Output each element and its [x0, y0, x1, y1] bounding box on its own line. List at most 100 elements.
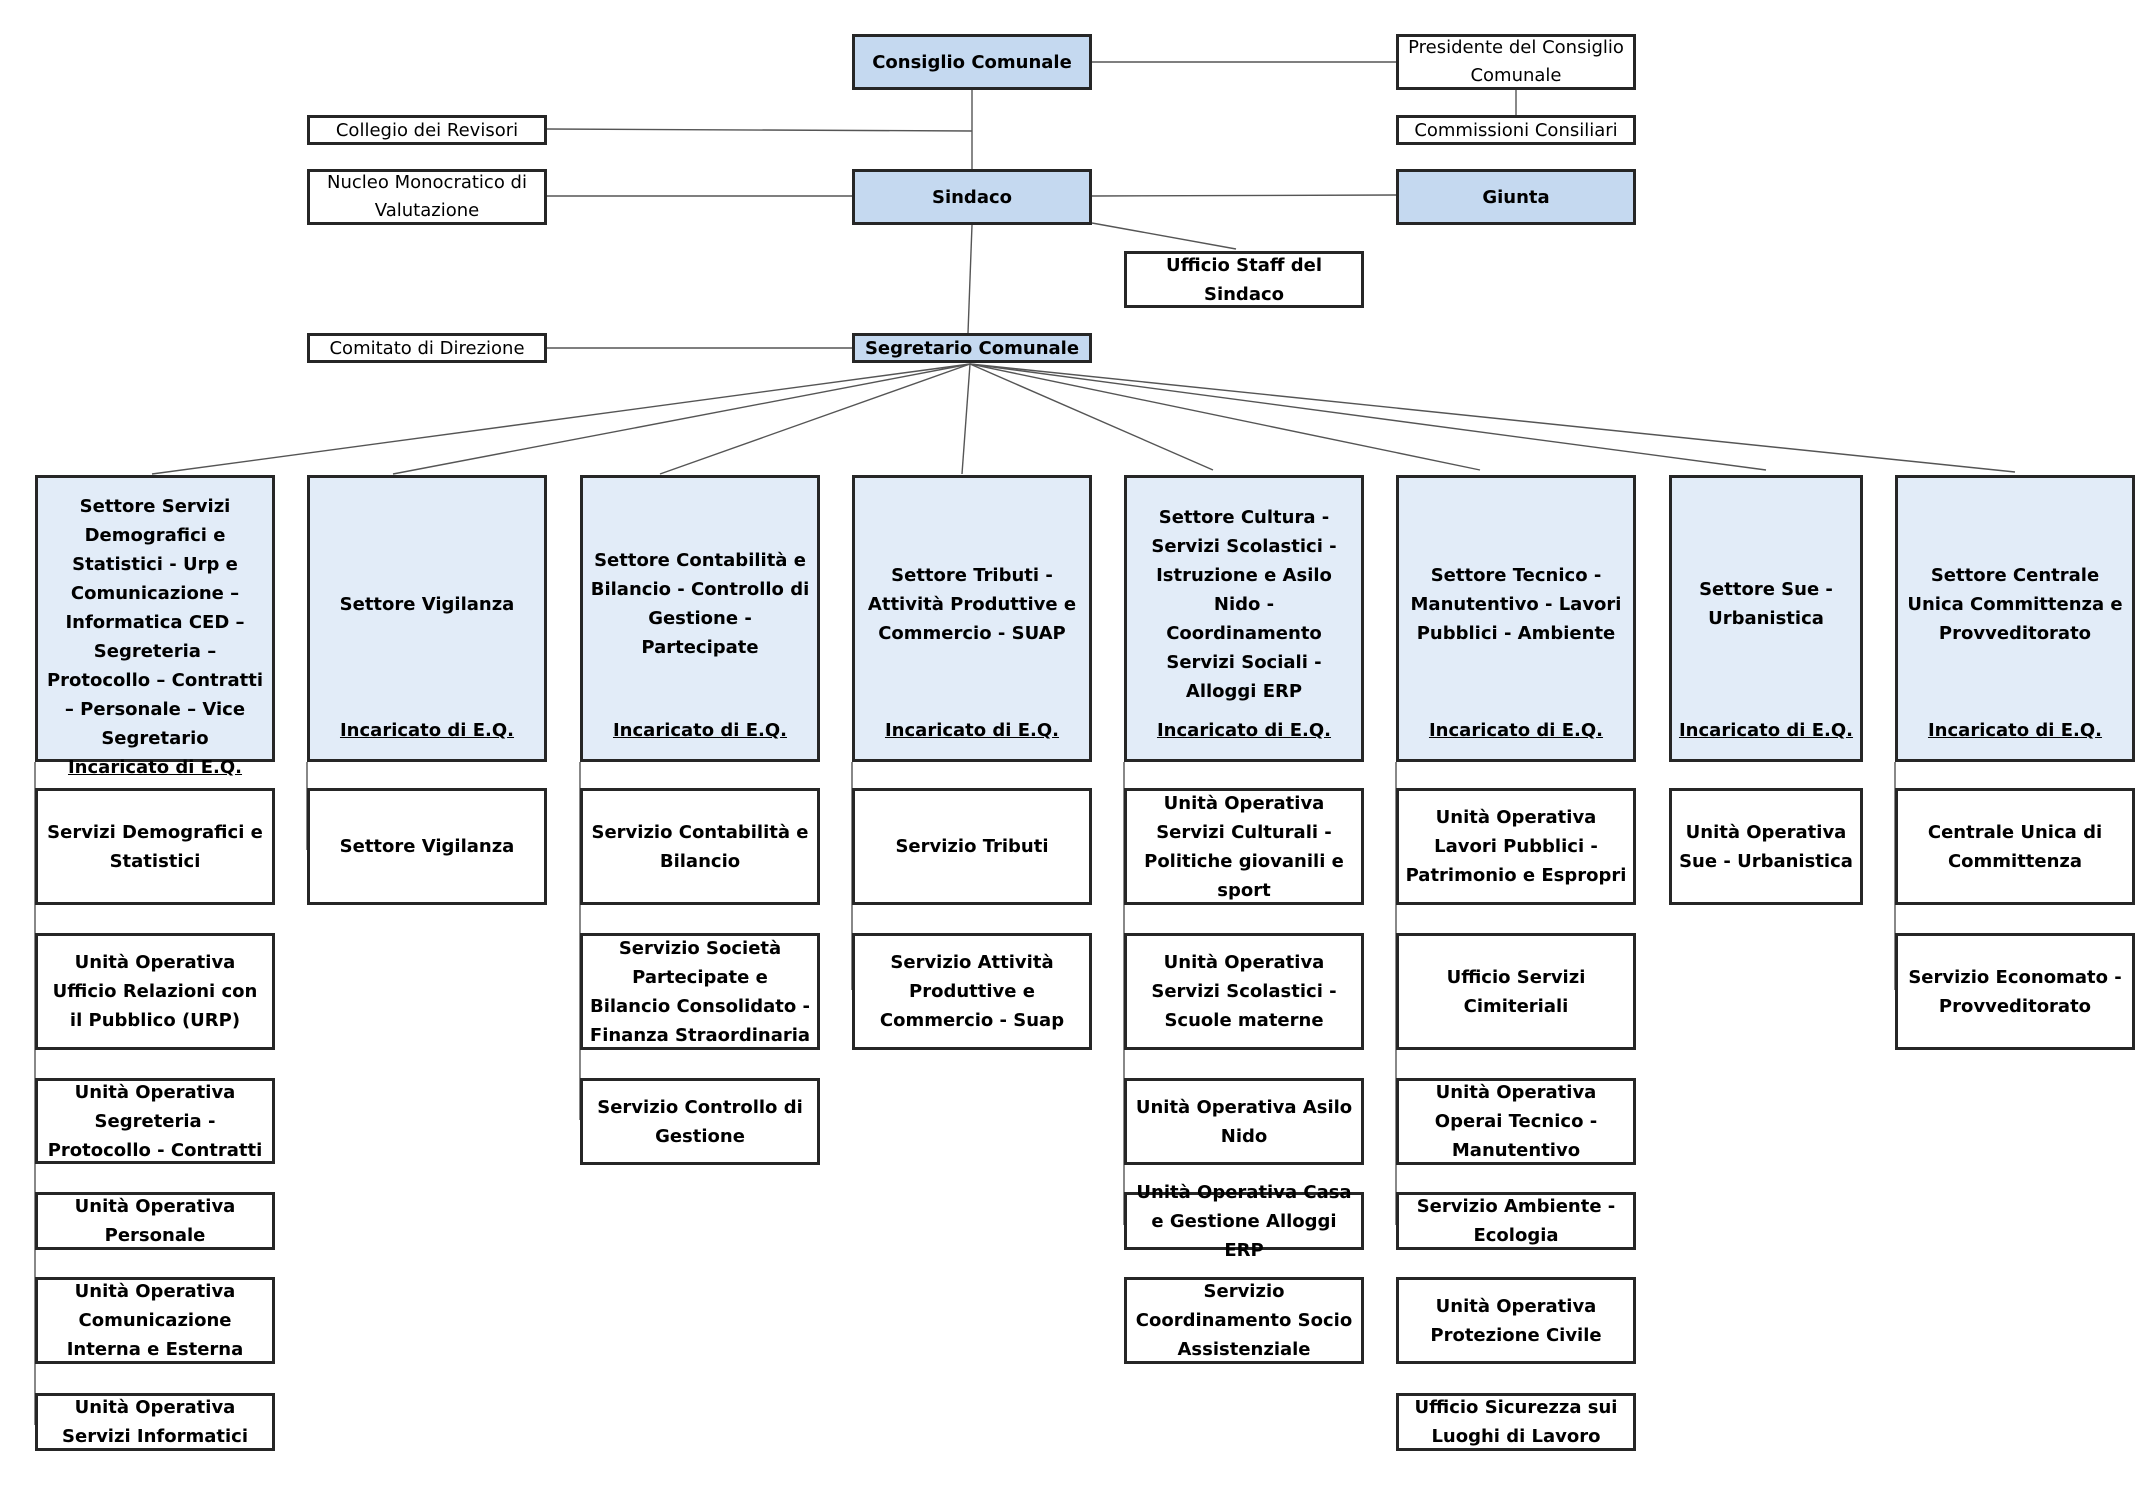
commissioni-consiliari-box[interactable]: Commissioni Consiliari	[1396, 115, 1636, 145]
unit-box[interactable]: Unità Operativa Servizi Informatici	[35, 1393, 275, 1451]
sector-eq-label: Incaricato di E.Q.	[612, 720, 788, 741]
comitato-direzione-box[interactable]: Comitato di Direzione	[307, 333, 547, 363]
sindaco-label: Sindaco	[931, 186, 1012, 208]
sector-header-box[interactable]: Settore Tecnico - Manutentivo - Lavori P…	[1396, 475, 1636, 762]
unit-box[interactable]: Ufficio Servizi Cimiteriali	[1396, 933, 1636, 1050]
unit-label: Unità Operativa Protezione Civile	[1430, 1295, 1602, 1346]
unit-box[interactable]: Servizio Società Partecipate e Bilancio …	[580, 933, 820, 1050]
unit-box[interactable]: Unità Operativa Ufficio Relazioni con il…	[35, 933, 275, 1050]
unit-box[interactable]: Centrale Unica di Committenza	[1895, 788, 2135, 905]
sector-title: Settore Tecnico - Manutentivo - Lavori P…	[1410, 564, 1622, 644]
connector-line	[961, 363, 971, 475]
nucleo-valutazione-box[interactable]: Nucleo Monocratico di Valutazione	[307, 169, 547, 225]
sector-title: Settore Vigilanza	[339, 593, 515, 615]
unit-label: Unità Operativa Servizi Informatici	[62, 1397, 248, 1447]
unit-box[interactable]: Unità Operativa Sue - Urbanistica	[1669, 788, 1863, 905]
unit-box[interactable]: Unità Operativa Personale	[35, 1192, 275, 1250]
unit-label: Unità Operativa Lavori Pubblici - Patrim…	[1405, 807, 1627, 886]
unit-box[interactable]: Servizio Ambiente - Ecologia	[1396, 1192, 1636, 1250]
connector-line	[969, 363, 1481, 471]
unit-label: Servizio Società Partecipate e Bilancio …	[589, 937, 811, 1046]
unit-box[interactable]: Servizio Controllo di Gestione	[580, 1078, 820, 1165]
unit-label: Servizio Coordinamento Socio Assistenzia…	[1135, 1281, 1353, 1360]
collegio-revisori-label: Collegio dei Revisori	[335, 119, 519, 141]
unit-box[interactable]: Unità Operativa Casa e Gestione Alloggi …	[1124, 1182, 1364, 1261]
segretario-comunale-label: Segretario Comunale	[864, 337, 1080, 359]
sector-eq-label: Incaricato di E.Q.	[1678, 720, 1854, 741]
presidente-consiglio-box[interactable]: Presidente del Consiglio Comunale	[1396, 34, 1636, 90]
unit-label: Ufficio Servizi Cimiteriali	[1446, 966, 1586, 1017]
segretario-comunale-box[interactable]: Segretario Comunale	[852, 333, 1092, 363]
sector-header-box[interactable]: Settore Cultura - Servizi Scolastici - I…	[1124, 475, 1364, 762]
unit-label: Unità Operativa Operai Tecnico - Manuten…	[1434, 1082, 1598, 1161]
commissioni-consiliari-label: Commissioni Consiliari	[1414, 119, 1618, 141]
unit-box[interactable]: Ufficio Sicurezza sui Luoghi di Lavoro	[1396, 1393, 1636, 1451]
consiglio-comunale-box[interactable]: Consiglio Comunale	[852, 34, 1092, 90]
sector-header-box[interactable]: Settore Contabilità e Bilancio - Control…	[580, 475, 820, 762]
unit-box[interactable]: Unità Operativa Segreteria - Protocollo …	[35, 1078, 275, 1164]
consiglio-comunale-label: Consiglio Comunale	[872, 51, 1072, 73]
giunta-label: Giunta	[1482, 186, 1550, 208]
unit-box[interactable]: Unità Operativa Servizi Scolastici - Scu…	[1124, 933, 1364, 1050]
giunta-box[interactable]: Giunta	[1396, 169, 1636, 225]
connector-line	[392, 363, 971, 475]
unit-label: Unità Operativa Casa e Gestione Alloggi …	[1136, 1181, 1352, 1261]
unit-label: Unità Operativa Ufficio Relazioni con il…	[52, 952, 258, 1031]
unit-label: Servizio Attività Produttive e Commercio…	[879, 952, 1065, 1031]
sector-header-box[interactable]: Settore Centrale Unica Committenza e Pro…	[1895, 475, 2135, 762]
unit-box[interactable]: Servizio Attività Produttive e Commercio…	[852, 933, 1092, 1050]
unit-box[interactable]: Unità Operativa Servizi Culturali - Poli…	[1124, 788, 1364, 905]
sector-title: Settore Cultura - Servizi Scolastici - I…	[1151, 506, 1337, 702]
unit-box[interactable]: Settore Vigilanza	[307, 788, 547, 905]
sector-header-box[interactable]: Settore Vigilanza Incaricato di E.Q.	[307, 475, 547, 762]
sector-header-box[interactable]: Settore Tributi - Attività Produttive e …	[852, 475, 1092, 762]
unit-box[interactable]: Unità Operativa Asilo Nido	[1124, 1078, 1364, 1165]
sector-eq-label: Incaricato di E.Q.	[339, 720, 515, 741]
sector-title: Settore Contabilità e Bilancio - Control…	[590, 550, 810, 658]
unit-label: Unità Operativa Comunicazione Interna e …	[66, 1281, 244, 1360]
unit-label: Servizio Tributi	[895, 836, 1049, 857]
sindaco-box[interactable]: Sindaco	[852, 169, 1092, 225]
unit-label: Unità Operativa Servizi Scolastici - Scu…	[1151, 952, 1337, 1031]
unit-box[interactable]: Servizio Contabilità e Bilancio	[580, 788, 820, 905]
connector-line	[151, 363, 971, 475]
collegio-revisori-box[interactable]: Collegio dei Revisori	[307, 115, 547, 145]
sector-eq-label: Incaricato di E.Q.	[884, 720, 1060, 741]
sector-eq-label: Incaricato di E.Q.	[1156, 720, 1332, 741]
ufficio-staff-sindaco-label: Ufficio Staff del Sindaco	[1166, 254, 1322, 305]
sector-title: Settore Servizi Demografici e Statistici…	[46, 496, 264, 749]
sector-eq-label: Incaricato di E.Q.	[1927, 720, 2103, 741]
unit-box[interactable]: Servizio Tributi	[852, 788, 1092, 905]
sector-title: Settore Tributi - Attività Produttive e …	[867, 564, 1077, 644]
unit-box[interactable]: Unità Operativa Lavori Pubblici - Patrim…	[1396, 788, 1636, 905]
unit-label: Ufficio Sicurezza sui Luoghi di Lavoro	[1414, 1397, 1618, 1447]
sector-eq-label: Incaricato di E.Q.	[67, 757, 243, 778]
connector-line	[967, 224, 973, 334]
unit-box[interactable]: Unità Operativa Protezione Civile	[1396, 1277, 1636, 1364]
unit-label: Servizio Economato - Provveditorato	[1908, 966, 2122, 1017]
nucleo-valutazione-label: Nucleo Monocratico di Valutazione	[327, 172, 527, 221]
sector-header-box[interactable]: Settore Sue - Urbanistica Incaricato di …	[1669, 475, 1863, 762]
connector-line	[546, 128, 973, 132]
unit-label: Unità Operativa Personale	[74, 1196, 236, 1246]
connector-line	[1091, 222, 1237, 250]
unit-label: Settore Vigilanza	[339, 836, 515, 857]
unit-label: Centrale Unica di Committenza	[1927, 821, 2103, 872]
unit-label: Servizio Controllo di Gestione	[597, 1096, 803, 1147]
unit-box[interactable]: Unità Operativa Operai Tecnico - Manuten…	[1396, 1078, 1636, 1165]
unit-box[interactable]: Servizi Demografici e Statistici	[35, 788, 275, 905]
ufficio-staff-sindaco-box[interactable]: Ufficio Staff del Sindaco	[1124, 251, 1364, 308]
presidente-consiglio-label: Presidente del Consiglio Comunale	[1408, 37, 1624, 86]
unit-box[interactable]: Unità Operativa Comunicazione Interna e …	[35, 1277, 275, 1364]
unit-box[interactable]: Servizio Coordinamento Socio Assistenzia…	[1124, 1277, 1364, 1364]
sector-header-box[interactable]: Settore Servizi Demografici e Statistici…	[35, 475, 275, 778]
sector-title: Settore Centrale Unica Committenza e Pro…	[1907, 564, 2123, 644]
sector-eq-label: Incaricato di E.Q.	[1428, 720, 1604, 741]
unit-label: Servizi Demografici e Statistici	[47, 821, 263, 872]
unit-label: Unità Operativa Servizi Culturali - Poli…	[1144, 792, 1344, 901]
unit-label: Unità Operativa Segreteria - Protocollo …	[47, 1081, 263, 1161]
unit-box[interactable]: Servizio Economato - Provveditorato	[1895, 933, 2135, 1050]
unit-label: Servizio Contabilità e Bilancio	[591, 821, 809, 872]
sector-title: Settore Sue - Urbanistica	[1699, 579, 1833, 629]
connector-line	[659, 363, 971, 475]
